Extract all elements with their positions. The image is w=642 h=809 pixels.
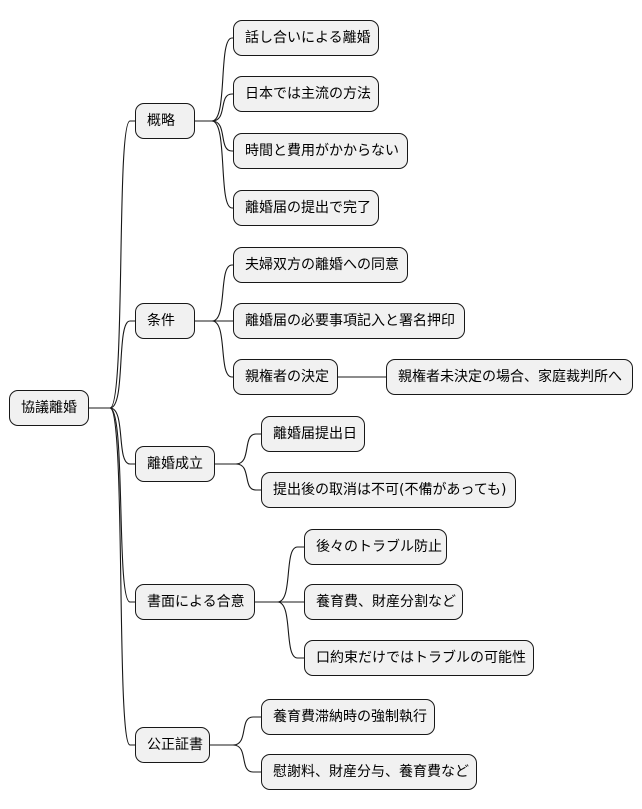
branch-node-written-agreement: 書面による合意: [135, 584, 255, 620]
root-node: 協議離婚: [9, 390, 89, 426]
subbranch-node-custody: 親権者の決定: [233, 359, 338, 395]
branch-node-notarial-deed: 公正証書: [135, 727, 210, 763]
leaf-node: 養育費滞納時の強制執行: [261, 699, 435, 735]
connector-line: [215, 463, 261, 491]
connector-line: [195, 37, 233, 122]
leaf-node: 養育費、財産分割など: [304, 584, 463, 620]
connector-line: [195, 120, 233, 209]
connector-line: [195, 120, 233, 152]
connector-line: [210, 716, 261, 746]
connector-line: [89, 407, 135, 465]
connector-line: [89, 407, 135, 746]
connector-line: [215, 433, 261, 465]
leaf-node: 離婚届の必要事項記入と署名押印: [233, 303, 465, 339]
leaf-node: 時間と費用がかからない: [233, 133, 408, 169]
leaf-node: 慰謝料、財産分与、養育費など: [261, 754, 477, 790]
leaf-node: 口約束だけではトラブルの可能性: [304, 640, 534, 676]
leaf-node: 後々のトラブル防止: [304, 529, 447, 565]
leaf-node: 離婚届提出日: [261, 416, 365, 452]
connector-line: [255, 546, 304, 603]
connector-line: [89, 320, 135, 409]
leaf-node: 夫婦双方の離婚への同意: [233, 247, 408, 283]
connector-line: [89, 407, 135, 603]
leaf-node: 提出後の取消は不可(不備があっても): [261, 472, 516, 508]
branch-node-overview: 概略: [135, 103, 195, 139]
branch-node-divorce-established: 離婚成立: [135, 446, 215, 482]
connector-line: [210, 744, 261, 773]
branch-node-conditions: 条件: [135, 303, 195, 339]
leaf-node: 日本では主流の方法: [233, 76, 379, 112]
leaf-node: 親権者未決定の場合、家庭裁判所へ: [386, 359, 633, 395]
connector-line: [195, 264, 233, 322]
connector-line: [195, 93, 233, 122]
leaf-node: 話し合いによる離婚: [233, 20, 379, 56]
connector-line: [195, 320, 233, 378]
connector-line: [255, 601, 304, 659]
leaf-node: 離婚届の提出で完了: [233, 190, 379, 226]
connector-line: [89, 120, 135, 409]
